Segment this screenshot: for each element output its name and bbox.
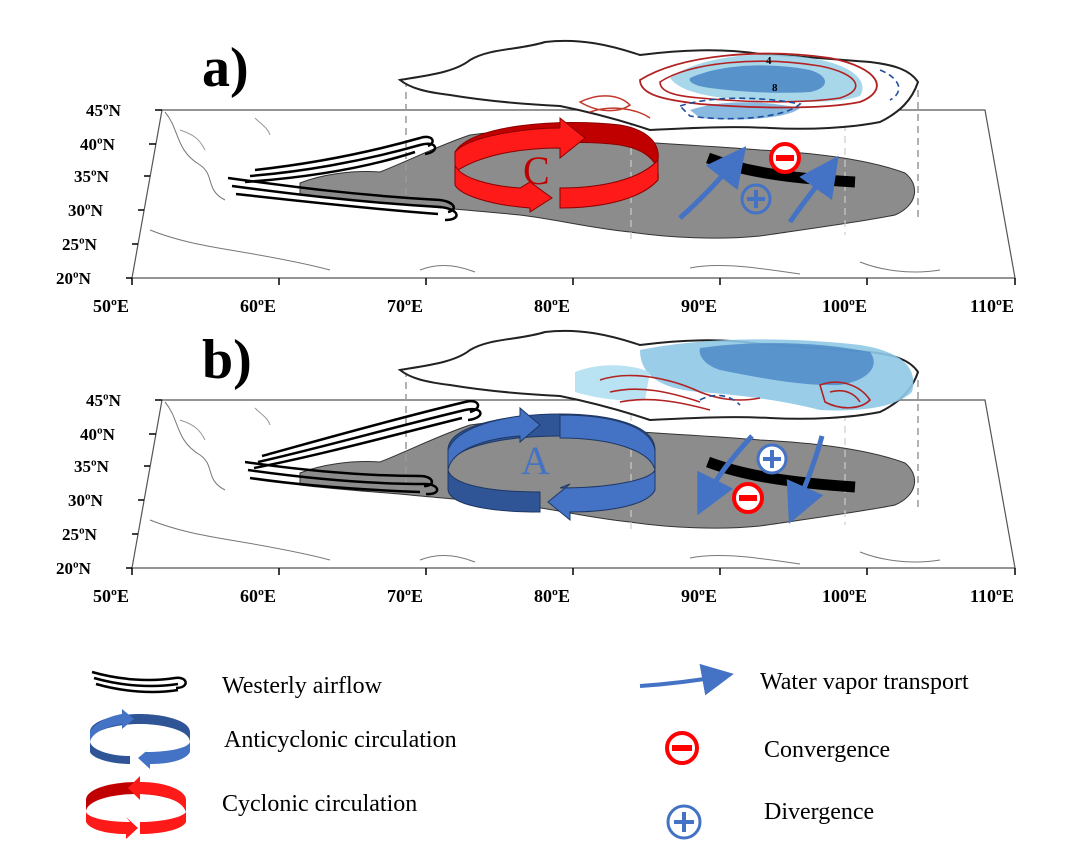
system-label-c: C [523, 148, 550, 193]
lat-ticks-a: 45ºN 40ºN 35ºN 30ºN 25ºN 20ºN [56, 101, 162, 288]
lon-label-b-60: 60ºE [240, 586, 276, 606]
system-label-a: A [521, 438, 550, 483]
legend-anticyclonic-label: Anticyclonic circulation [224, 727, 457, 753]
legend-westerly-label: Westerly airflow [222, 673, 383, 699]
anticyclonic-circulation-b: A [447, 406, 656, 522]
legend-anticyclonic-icon [90, 709, 190, 769]
panel-a-label: a) [202, 37, 249, 99]
lon-label-a-100: 100ºE [822, 296, 867, 316]
lat-label-a-25: 25ºN [62, 235, 98, 254]
lat-label-a-40: 40ºN [80, 135, 116, 154]
vapor-arrow-b1 [697, 434, 754, 516]
convergence-marker-a [769, 142, 801, 174]
lon-label-a-70: 70ºE [387, 296, 423, 316]
lon-ticks-a: 50ºE 60ºE 70ºE 80ºE 90ºE 100ºE 110ºE [93, 278, 1016, 316]
convergence-marker-b [732, 482, 764, 514]
cyclonic-circulation-a: C [454, 116, 659, 213]
panel-a: 4 8 C [56, 39, 1016, 316]
lon-label-b-70: 70ºE [387, 586, 423, 606]
panel-b: A 45ºN 40ºN 35ºN 30ºN 25ºN 20º [56, 329, 1016, 606]
lon-label-b-110: 110ºE [970, 586, 1014, 606]
legend-convergence-label: Convergence [764, 737, 891, 763]
lat-label-b-25: 25ºN [62, 525, 98, 544]
lat-label-b-30: 30ºN [68, 491, 104, 510]
legend-convergence-icon [665, 731, 699, 765]
vapor-arrow-a1 [678, 146, 747, 220]
lon-label-b-80: 80ºE [534, 586, 570, 606]
legend-vapor-icon [639, 663, 734, 696]
vapor-arrow-a2 [787, 155, 839, 224]
legend-divergence-label: Divergence [764, 799, 875, 825]
lon-label-a-50: 50ºE [93, 296, 129, 316]
lat-label-a-45: 45ºN [86, 101, 122, 120]
lon-label-a-110: 110ºE [970, 296, 1014, 316]
legend-divergence-icon [666, 804, 702, 840]
legend-cyclonic-icon [86, 776, 186, 839]
contour-label-8: 8 [772, 82, 778, 94]
lat-label-b-35: 35ºN [74, 457, 110, 476]
contour-label-4: 4 [766, 55, 772, 67]
divergence-marker-b [756, 443, 788, 475]
legend-vapor-label: Water vapor transport [760, 669, 969, 695]
lat-ticks-b: 45ºN 40ºN 35ºN 30ºN 25ºN 20ºN [56, 391, 162, 578]
lat-label-a-30: 30ºN [68, 201, 104, 220]
coastline-a [149, 111, 941, 275]
lon-label-a-90: 90ºE [681, 296, 717, 316]
divergence-marker-a [740, 183, 772, 215]
westerly-airflow-a [227, 135, 458, 222]
lon-label-b-50: 50ºE [93, 586, 129, 606]
lat-label-b-20: 20ºN [56, 559, 92, 578]
lon-label-a-80: 80ºE [534, 296, 570, 316]
vapor-arrow-b2 [786, 435, 825, 524]
westerly-airflow-b [244, 399, 482, 496]
lon-label-a-60: 60ºE [240, 296, 276, 316]
lat-label-b-40: 40ºN [80, 425, 116, 444]
lon-label-b-100: 100ºE [822, 586, 867, 606]
legend-cyclonic-label: Cyclonic circulation [222, 791, 418, 817]
lat-label-a-20: 20ºN [56, 269, 92, 288]
panel-b-label: b) [202, 329, 252, 391]
lat-label-b-45: 45ºN [86, 391, 122, 410]
lat-label-a-35: 35ºN [74, 167, 110, 186]
coastline-b [149, 401, 941, 565]
lon-label-b-90: 90ºE [681, 586, 717, 606]
legend-westerly-icon [91, 670, 187, 694]
lon-ticks-b: 50ºE 60ºE 70ºE 80ºE 90ºE 100ºE 110ºE [93, 568, 1016, 606]
trough-line-b [706, 456, 856, 493]
